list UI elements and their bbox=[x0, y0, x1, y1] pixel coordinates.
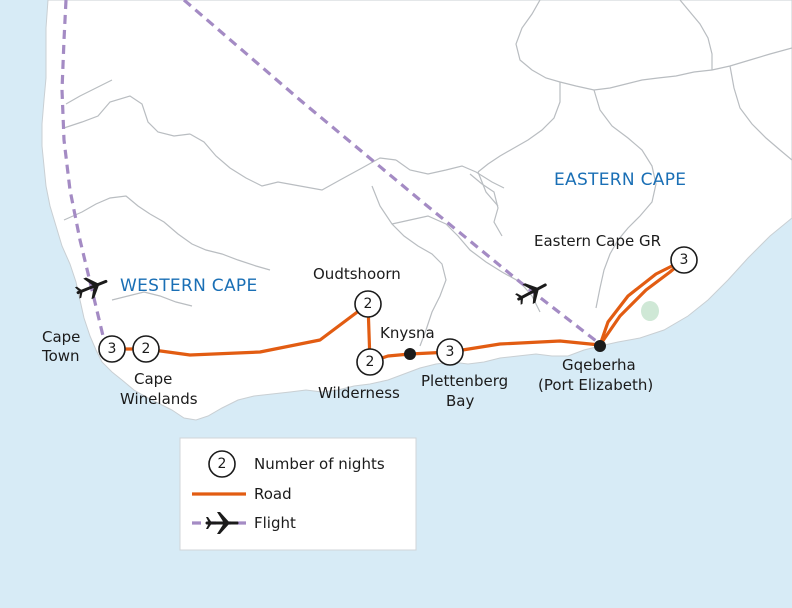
airplane-icon bbox=[205, 512, 239, 534]
nights-marker-plettenberg-bay: 3 bbox=[436, 338, 464, 366]
stop-dot-gqeberha bbox=[594, 340, 606, 352]
nights-count: 2 bbox=[366, 354, 375, 370]
legend-flight-label: Flight bbox=[254, 514, 296, 532]
nights-count: 3 bbox=[108, 341, 117, 357]
region-label-eastern-cape: EASTERN CAPE bbox=[554, 170, 686, 190]
place-label-line: Town bbox=[41, 347, 80, 365]
place-label-line: Cape bbox=[134, 370, 172, 388]
legend: 2 Number of nights Road Flight bbox=[179, 437, 417, 551]
place-label-gqeberha: Gqeberha (Port Elizabeth) bbox=[538, 356, 653, 394]
place-label-cape-town: Cape Town bbox=[41, 328, 85, 365]
place-label-line: Winelands bbox=[120, 390, 198, 408]
place-label-knysna: Knysna bbox=[380, 324, 435, 342]
road-plettenberg-gqeberha bbox=[448, 339, 602, 354]
place-label-wilderness: Wilderness bbox=[318, 384, 400, 402]
nights-count: 3 bbox=[446, 344, 455, 360]
nights-marker-wilderness: 2 bbox=[356, 348, 384, 376]
place-label-line: Plettenberg bbox=[421, 372, 508, 390]
legend-item-road: Road bbox=[192, 485, 292, 503]
place-label-line: (Port Elizabeth) bbox=[538, 376, 653, 394]
airplane-icon bbox=[515, 283, 547, 305]
nights-marker-eastern-cape-gr: 3 bbox=[670, 246, 698, 274]
flight-routes bbox=[60, 0, 601, 346]
nights-marker-oudtshoorn: 2 bbox=[354, 290, 382, 318]
nights-count: 3 bbox=[680, 252, 689, 268]
flight-route-north-capetown bbox=[60, 0, 106, 341]
airplane-icon bbox=[74, 277, 108, 300]
legend-item-flight: Flight bbox=[192, 512, 296, 534]
place-label-line: Bay bbox=[446, 392, 474, 410]
region-label-western-cape: WESTERN CAPE bbox=[120, 276, 258, 296]
road-gqeberha-gr-a bbox=[598, 258, 686, 347]
nights-count: 2 bbox=[364, 296, 373, 312]
legend-nights-label: Number of nights bbox=[254, 455, 385, 473]
place-label-line: Gqeberha bbox=[562, 356, 636, 374]
nights-marker-cape-winelands: 2 bbox=[132, 335, 160, 363]
place-label-cape-winelands: Cape Winelands bbox=[120, 370, 198, 408]
place-label-oudtshoorn: Oudtshoorn bbox=[313, 265, 401, 283]
legend-road-label: Road bbox=[254, 485, 292, 503]
place-label-eastern-cape-gr: Eastern Cape GR bbox=[534, 232, 661, 250]
stop-dot-knysna bbox=[404, 348, 416, 360]
legend-nights-sample: 2 bbox=[218, 456, 227, 472]
legend-item-nights: 2 Number of nights bbox=[208, 450, 385, 478]
road-winelands-oudtshoorn bbox=[144, 302, 370, 357]
land-mass bbox=[41, 0, 792, 421]
place-label-line: Cape bbox=[42, 328, 80, 346]
reserve-patch bbox=[641, 301, 659, 321]
place-label-plettenberg-bay: Plettenberg Bay bbox=[421, 372, 513, 410]
nights-count: 2 bbox=[142, 341, 151, 357]
flight-route-north-gqeberha bbox=[182, 0, 601, 346]
nights-marker-cape-town: 3 bbox=[98, 335, 126, 363]
